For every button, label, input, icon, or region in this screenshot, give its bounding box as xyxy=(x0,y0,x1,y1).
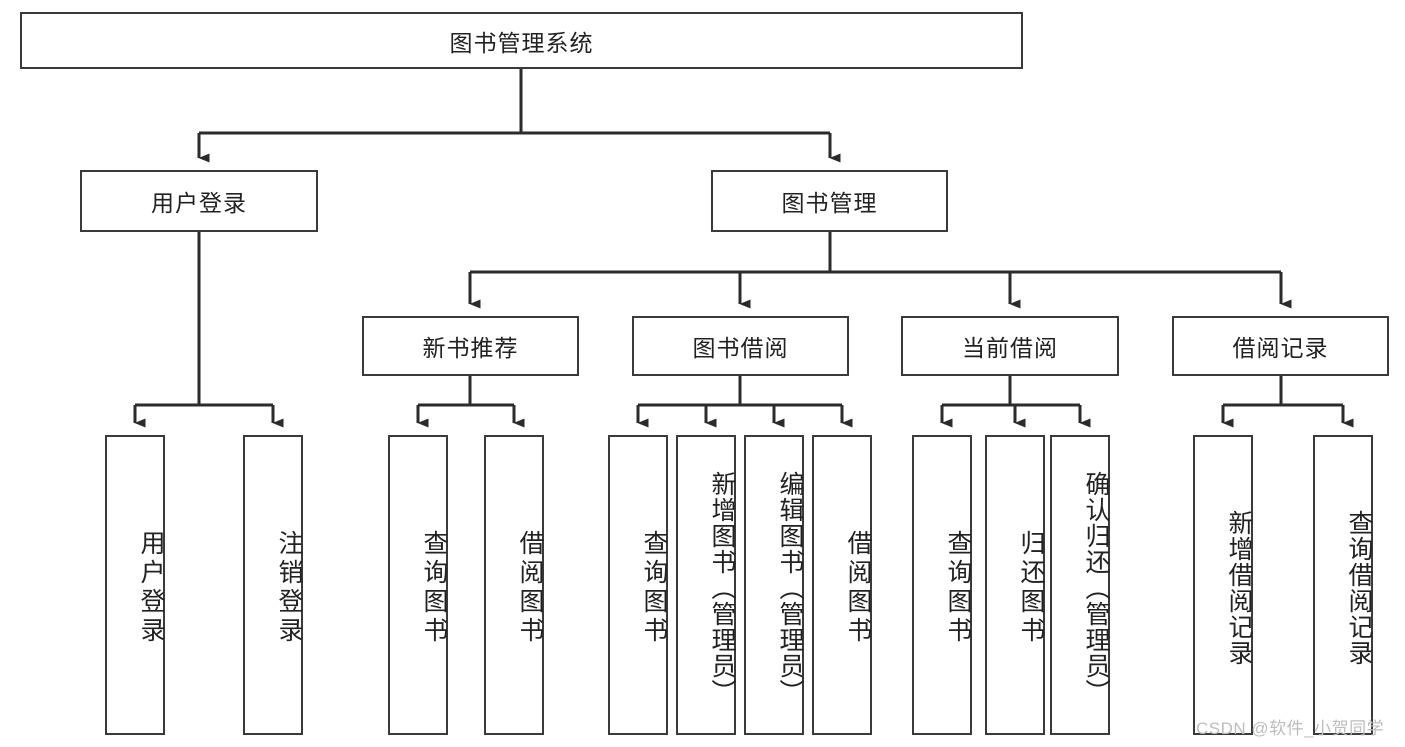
node-leaf-confirm-return-label: 确认归还（管理员） xyxy=(1082,471,1110,705)
node-leaf-user-login-label: 用户登录 xyxy=(137,530,165,646)
node-leaf-add-record-label: 新增借阅记录 xyxy=(1225,510,1253,666)
node-user-login-label: 用户登录 xyxy=(151,190,247,216)
node-book-manage[interactable]: 图书管理 xyxy=(711,170,948,232)
node-leaf-add-book-label: 新增图书（管理员） xyxy=(708,471,736,705)
node-leaf-logout-label: 注销登录 xyxy=(275,530,303,646)
node-leaf-query-book-a-label: 查询图书 xyxy=(420,530,448,646)
node-user-login[interactable]: 用户登录 xyxy=(80,170,318,232)
node-leaf-query-record[interactable]: 查询借阅记录 xyxy=(1313,435,1373,735)
node-leaf-user-login[interactable]: 用户登录 xyxy=(105,435,165,735)
node-book-borrow-label: 图书借阅 xyxy=(692,335,789,361)
node-leaf-return-book-label: 归还图书 xyxy=(1017,530,1045,646)
node-leaf-query-book-b-label: 查询图书 xyxy=(640,530,668,646)
node-leaf-logout[interactable]: 注销登录 xyxy=(243,435,303,735)
node-new-book-recommend[interactable]: 新书推荐 xyxy=(362,316,579,376)
node-root-system-label: 图书管理系统 xyxy=(449,29,594,56)
node-leaf-borrow-book-b-label: 借阅图书 xyxy=(844,530,872,646)
node-leaf-query-book-b[interactable]: 查询图书 xyxy=(608,435,668,735)
node-leaf-confirm-return[interactable]: 确认归还（管理员） xyxy=(1050,435,1110,735)
node-leaf-query-book-a[interactable]: 查询图书 xyxy=(388,435,448,735)
node-root-system[interactable]: 图书管理系统 xyxy=(20,12,1023,69)
node-leaf-borrow-book-a-label: 借阅图书 xyxy=(516,530,544,646)
node-borrow-record[interactable]: 借阅记录 xyxy=(1172,316,1389,376)
node-borrow-record-label: 借阅记录 xyxy=(1232,335,1329,361)
node-book-manage-label: 图书管理 xyxy=(781,190,878,216)
node-new-book-recommend-label: 新书推荐 xyxy=(422,335,519,361)
node-leaf-borrow-book-a[interactable]: 借阅图书 xyxy=(484,435,544,735)
node-leaf-edit-book-label: 编辑图书（管理员） xyxy=(776,471,804,705)
node-leaf-return-book[interactable]: 归还图书 xyxy=(985,435,1045,735)
node-leaf-query-record-label: 查询借阅记录 xyxy=(1345,510,1373,666)
node-leaf-edit-book[interactable]: 编辑图书（管理员） xyxy=(744,435,804,735)
node-book-borrow[interactable]: 图书借阅 xyxy=(632,316,849,376)
node-leaf-add-book[interactable]: 新增图书（管理员） xyxy=(676,435,736,735)
node-leaf-query-book-c[interactable]: 查询图书 xyxy=(912,435,972,735)
node-leaf-borrow-book-b[interactable]: 借阅图书 xyxy=(812,435,872,735)
node-current-borrow[interactable]: 当前借阅 xyxy=(901,316,1119,376)
node-current-borrow-label: 当前借阅 xyxy=(962,335,1058,361)
node-leaf-add-record[interactable]: 新增借阅记录 xyxy=(1193,435,1253,735)
node-leaf-query-book-c-label: 查询图书 xyxy=(944,530,972,646)
